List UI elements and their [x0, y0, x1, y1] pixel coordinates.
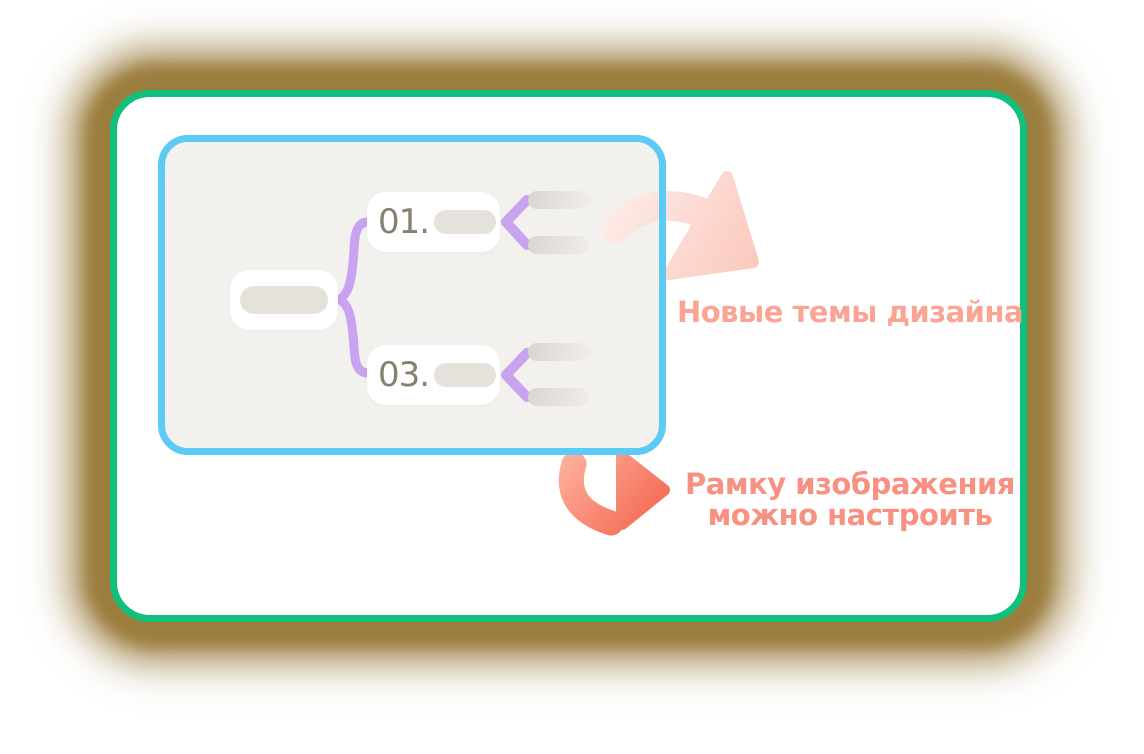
- placeholder-subtopic-pill: [528, 191, 588, 209]
- mindmap-branch-node-1: 01.: [367, 192, 500, 252]
- mindmap-root-node: [230, 270, 338, 330]
- chevron-connector-2: [501, 348, 532, 402]
- mindmap-branch-node-2: 03.: [367, 345, 500, 405]
- branch-number: 01.: [378, 202, 430, 242]
- branch-number: 03.: [378, 355, 430, 395]
- placeholder-subtopic-pill: [528, 343, 588, 361]
- placeholder-pill: [434, 210, 497, 234]
- annotation-line: можно настроить: [707, 498, 993, 532]
- placeholder-pill: [240, 286, 328, 314]
- chevron-connector-1: [501, 195, 532, 250]
- annotation-design-themes: Новые темы дизайна: [676, 295, 1024, 329]
- placeholder-pill: [434, 363, 497, 387]
- pink-curved-arrow-icon: [600, 171, 759, 280]
- coral-curved-arrow-icon: [558, 451, 670, 536]
- placeholder-subtopic-pill: [528, 388, 588, 406]
- annotation-line: Рамку изображения: [685, 467, 1015, 501]
- brace-connector: [334, 217, 372, 378]
- annotation-frame-customizable: Рамку изображения можно настроить: [650, 469, 1050, 531]
- placeholder-subtopic-pill: [528, 236, 588, 254]
